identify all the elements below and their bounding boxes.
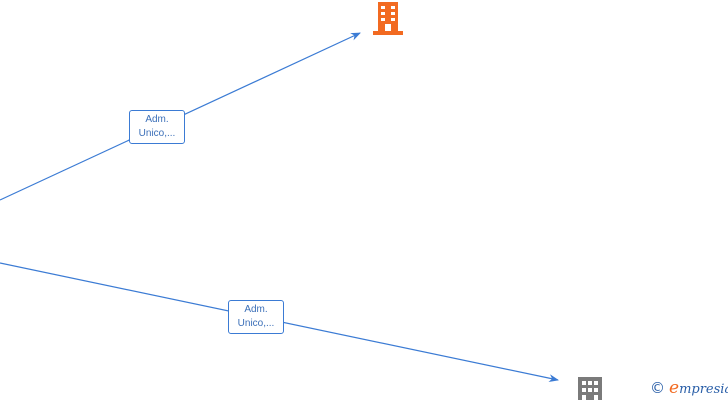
edge-label-line2: Unico,... — [237, 318, 275, 329]
edge-label-line2: Unico,... — [138, 128, 176, 139]
company-node-upper[interactable] — [372, 1, 404, 40]
brand-first-letter: e — [669, 378, 680, 398]
brand-rest: mpresia — [679, 382, 728, 397]
edge-label-line1: Adm. — [244, 304, 268, 315]
copyright-symbol: © — [650, 379, 665, 397]
edge-label-line1: Adm. — [145, 114, 169, 125]
company-node-lower[interactable] — [577, 376, 603, 405]
edge-label-upper[interactable]: Adm. Unico,... — [129, 110, 185, 144]
brand-logo: empresia — [669, 378, 728, 398]
building-icon — [578, 377, 602, 400]
empresia-watermark: © empresia — [650, 378, 728, 398]
edge-label-lower[interactable]: Adm. Unico,... — [228, 300, 284, 334]
building-icon — [373, 2, 403, 35]
